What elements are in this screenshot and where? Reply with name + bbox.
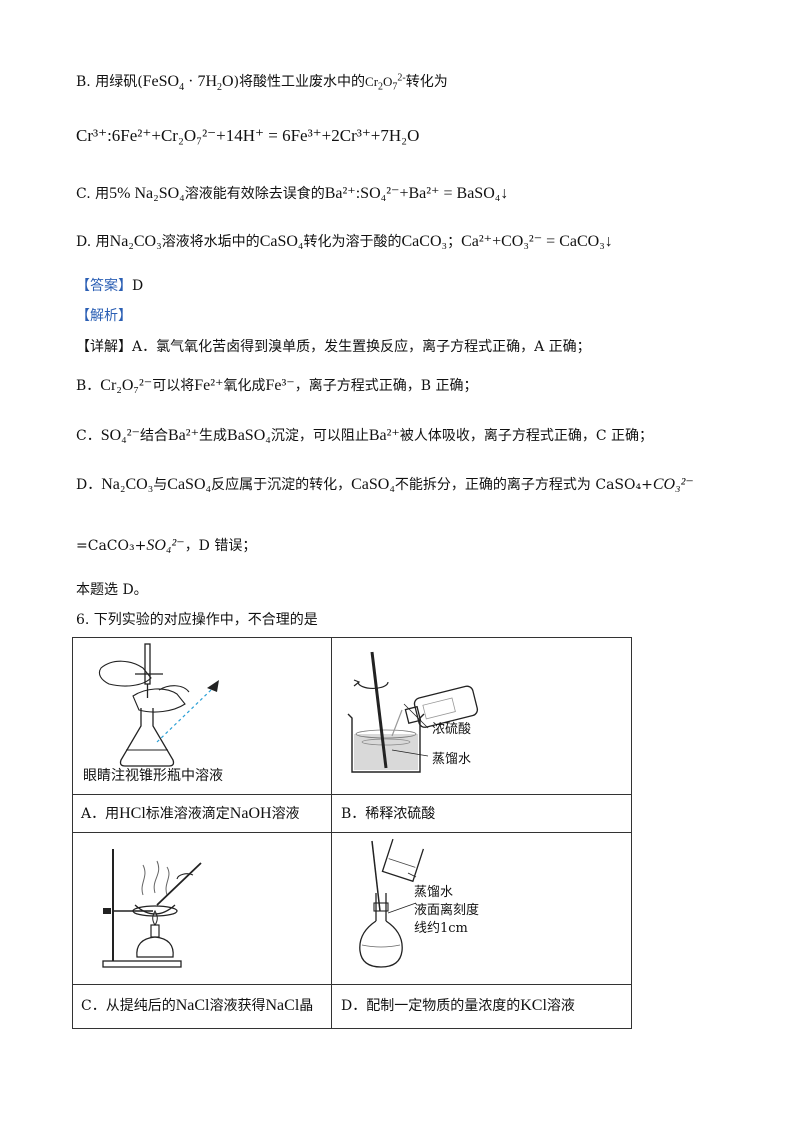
titration-illustration [98,643,219,767]
cell-a-caption: 眼睛注视锥形瓶中溶液 [83,768,223,784]
cell-d-label: D．配制一定物质的量浓度的KCl溶液 [341,997,575,1014]
formula-cr2o7: Cr2O72- [365,72,406,93]
table-divider-vertical [331,638,332,1028]
option-c-equation: Ba²⁺:SO₄²⁻+Ba²⁺ = BaSO₄↓ [324,185,509,202]
option-d-line: D. 用Na₂CO₃溶液将水垢中的CaSO₄转化为溶于酸的CaCO₃；Ca²⁺+… [76,233,613,250]
option-c-reagent: 5% Na₂SO₄ [109,185,185,202]
cell-c-label: C．从提纯后的NaCl溶液获得NaCl晶 [81,997,314,1014]
table-divider-2 [73,832,631,833]
answer-line: 【答案】D [76,276,143,296]
cell-a-label: A．用HCl标准溶液滴定NaOH溶液 [81,805,300,822]
table-divider-1 [73,794,631,795]
answer-label: 【答案】 [76,278,132,294]
option-d-equation: Ca²⁺+CO₃²⁻ = CaCO₃↓ [461,233,613,250]
cell-d-image: 蒸馏水 液面离刻度 线约1cm [332,833,631,983]
cell-b-label: B．稀释浓硫酸 [341,806,436,822]
option-b-equation: Cr³⁺:6Fe²⁺+Cr₂O₇²⁻+14H⁺ = 6Fe³⁺+2Cr³⁺+7H… [76,126,420,145]
answer-value: D [132,278,144,294]
detail-line-a: 【详解】A．氯气氧化苦卤得到溴单质，发生置换反应，离子方程式正确，A 正确； [76,339,591,355]
options-table: 眼睛注视锥形瓶中溶液 A．用HCl标准溶液滴定NaOH溶液 [72,637,632,1029]
label-d-water: 蒸馏水 [414,885,454,900]
cell-b-image: 浓硫酸 蒸馏水 [332,638,631,794]
volumetric-flask-illustration [359,838,425,968]
detail-line-c: C．SO₄²⁻结合Ba²⁺生成BaSO₄沉淀，可以阻止Ba²⁺被人体吸收，离子方… [76,427,654,444]
table-divider-3 [73,984,631,985]
detail-line-b: B．Cr₂O₇²⁻可以将Fe²⁺氧化成Fe³⁻，离子方程式正确，B 正确； [76,377,478,394]
dilution-illustration [347,651,479,773]
detail-line-d-cont: =CaCO₃+SO₄²⁻，D 错误； [76,537,257,554]
cell-c-image [73,833,331,983]
label-d-1cm: 线约1cm [414,921,468,936]
formula-feso4-7h2o: FeSO4 · 7H2O [142,73,234,94]
option-b-line: B. 用绿矾(FeSO4 · 7H2O)将酸性工业废水中的Cr2O72-转化为 [76,72,448,94]
option-c-line: C. 用5% Na₂SO₄溶液能有效除去误食的Ba²⁺:SO₄²⁻+Ba²⁺ =… [76,185,509,202]
detail-line-d: D．Na₂CO₃与CaSO₄反应属于沉淀的转化，CaSO₄不能拆分，正确的离子方… [76,476,694,493]
label-d-level: 液面离刻度 [414,903,480,918]
question-6-title: 6. 下列实验的对应操作中，不合理的是 [76,612,318,628]
analysis-label: 【解析】 [76,308,132,324]
conclusion-line: 本题选 D。 [76,582,148,598]
evaporation-illustration [102,849,202,968]
cell-a-image: 眼睛注视锥形瓶中溶液 [73,638,331,794]
label-conc-acid: 浓硫酸 [432,722,472,737]
label-distilled-water: 蒸馏水 [432,752,472,767]
